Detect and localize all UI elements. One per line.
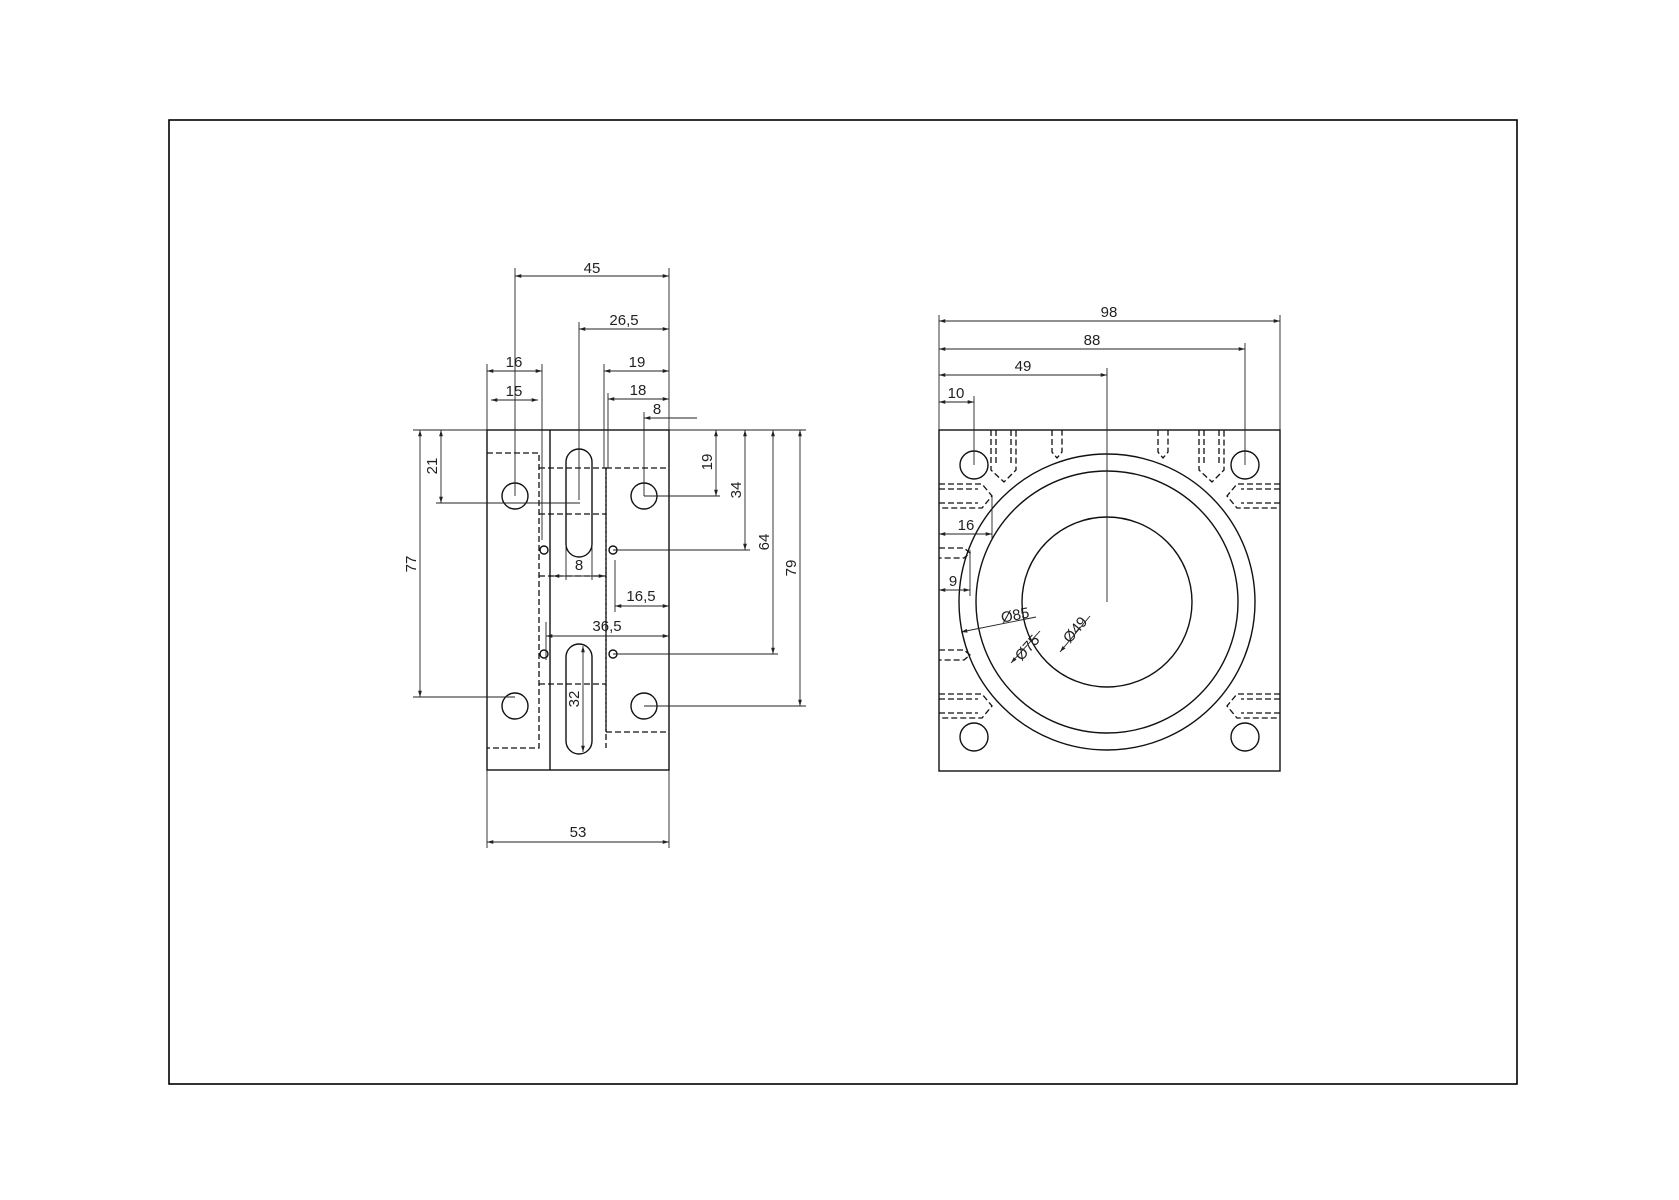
hidden-tap-left-upper <box>939 483 993 509</box>
hidden-pocket-right <box>605 467 669 733</box>
dim-18: 18 <box>630 382 647 399</box>
dim-49: 49 <box>1015 358 1032 375</box>
lower-slot <box>565 643 593 755</box>
dim-26-5: 26,5 <box>609 312 638 329</box>
dim-21: 21 <box>424 458 441 475</box>
hidden-pin-left-lower <box>939 649 972 661</box>
dim-dia85: Ø85 <box>1000 605 1031 627</box>
hidden-pin-top-1 <box>1051 430 1063 460</box>
dim-10: 10 <box>948 385 965 402</box>
dim-53: 53 <box>570 824 587 841</box>
dim-77: 77 <box>403 556 420 573</box>
dim-16-left: 16 <box>506 354 523 371</box>
dim-88: 88 <box>1084 332 1101 349</box>
dim-16-right: 16 <box>958 517 975 534</box>
drawing-frame <box>168 119 1518 1085</box>
dim-16-5: 16,5 <box>626 588 655 605</box>
dim-45: 45 <box>584 260 601 277</box>
hidden-tap-top-1 <box>990 430 1017 483</box>
dim-19-top: 19 <box>629 354 646 371</box>
dim-34: 34 <box>728 482 745 499</box>
dim-19-vertical: 19 <box>699 454 716 471</box>
dim-dia49: Ø49 <box>1060 614 1091 647</box>
hole-bottom-right <box>1230 722 1260 752</box>
hidden-tap-top-2 <box>1198 430 1225 483</box>
dim-dia75: Ø75 <box>1012 632 1044 664</box>
dim-36-5: 36,5 <box>592 618 621 635</box>
right-view-outline <box>938 429 1281 772</box>
dim-32: 32 <box>566 691 583 708</box>
pin-hole-3 <box>539 649 549 659</box>
dim-64: 64 <box>756 534 773 551</box>
dim-15: 15 <box>506 383 523 400</box>
left-view-outline <box>486 429 670 771</box>
dim-8-top: 8 <box>653 401 661 418</box>
hidden-tap-left-lower <box>939 693 993 719</box>
right-view: 98 88 49 10 16 9 Ø85 Ø75 Ø49 <box>938 304 1281 772</box>
dim-98: 98 <box>1101 304 1118 321</box>
pin-hole-1 <box>539 545 549 555</box>
hole-bottom-left <box>501 692 529 720</box>
dim-79: 79 <box>783 560 800 577</box>
hidden-pin-top-2 <box>1157 430 1169 460</box>
hidden-tap-right-lower <box>1226 693 1280 719</box>
hole-bottom-left <box>959 722 989 752</box>
dim-9: 9 <box>949 573 957 590</box>
dim-8-slot: 8 <box>575 557 583 574</box>
hidden-tap-right-upper <box>1226 483 1280 509</box>
hidden-pocket-left <box>487 452 540 749</box>
hidden-pin-left-upper <box>939 547 972 559</box>
left-view: 45 26,5 16 15 19 18 8 19 34 <box>403 260 806 848</box>
